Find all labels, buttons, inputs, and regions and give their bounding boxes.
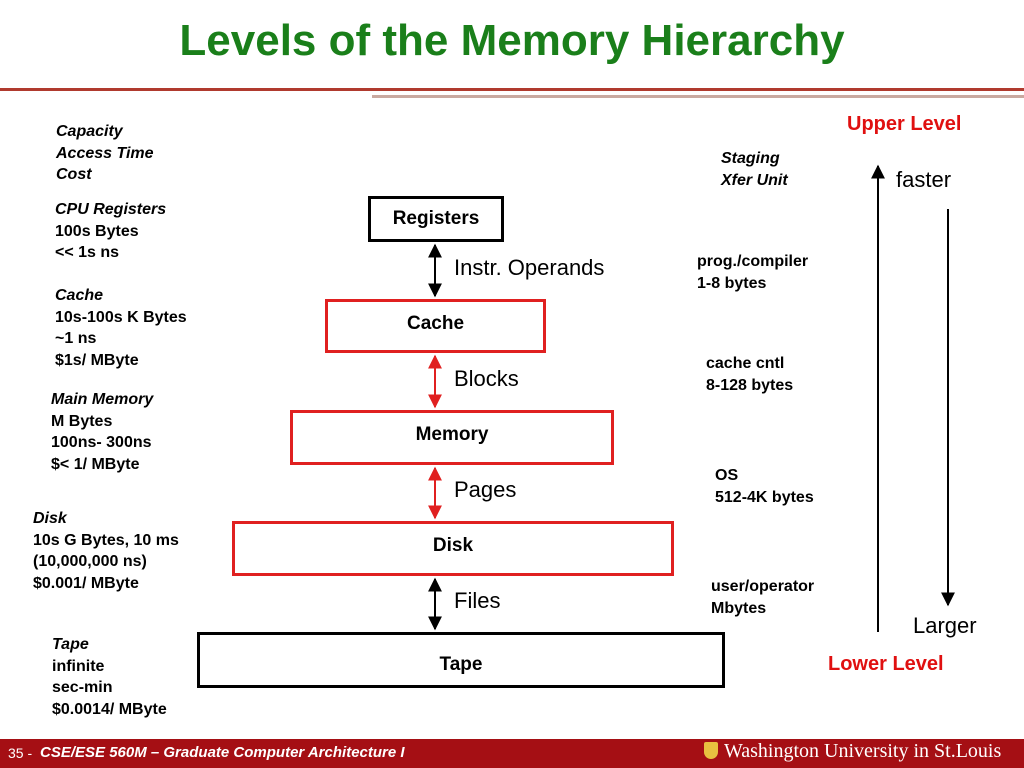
university-logo: Washington University in St.Louis — [704, 740, 1001, 763]
staging-disk-tape: user/operator Mbytes — [711, 578, 815, 617]
level-desc-cache: Cache 10s-100s K Bytes ~1 ns $1s/ MByte — [55, 285, 187, 371]
level-detail: ~1 ns — [55, 330, 97, 347]
xfer-unit-pages: Pages — [454, 477, 517, 502]
memory-box: Memory — [290, 410, 614, 465]
xfer-unit-files: Files — [454, 588, 501, 613]
title-rule-bottom — [372, 95, 1024, 98]
level-detail: 10s G Bytes, 10 ms — [33, 531, 179, 549]
registers-box: Registers — [368, 196, 504, 242]
footer-bar — [0, 739, 1024, 768]
level-detail: $1s/ MByte — [55, 351, 139, 369]
level-detail: 100ns- 300ns — [51, 434, 152, 451]
level-name: Main Memory — [51, 391, 154, 408]
shield-icon — [704, 742, 718, 759]
level-detail: $0.0014/ MByte — [52, 700, 167, 718]
level-desc-memory: Main Memory M Bytes 100ns- 300ns $< 1/ M… — [51, 389, 153, 475]
staging-cache-memory: cache cntl 8-128 bytes — [706, 355, 794, 394]
level-detail: infinite — [52, 657, 105, 675]
xfer-unit-blocks: Blocks — [454, 366, 519, 391]
level-name: Cache — [55, 287, 104, 304]
upper-level-label: Upper Level — [847, 113, 962, 135]
staging-header: Staging Xfer Unit — [721, 150, 788, 189]
disk-box: Disk — [232, 521, 674, 576]
level-desc-tape: Tape infinite sec-min $0.0014/ MByte — [52, 634, 167, 720]
level-detail: sec-min — [52, 679, 113, 696]
level-name: Tape — [52, 636, 89, 653]
level-detail: (10,000,000 ns) — [33, 553, 147, 570]
xfer-unit-instr-operands: Instr. Operands — [454, 255, 605, 280]
level-detail: 10s-100s K Bytes — [55, 308, 187, 326]
header-access-time: Access Time — [56, 144, 154, 162]
level-detail: $0.001/ MByte — [33, 574, 139, 592]
title-rule-top — [0, 88, 1024, 91]
level-detail: << 1s ns — [55, 244, 120, 261]
level-detail: M Bytes — [51, 412, 113, 430]
slide-title: Levels of the Memory Hierarchy — [179, 16, 845, 65]
level-detail: $< 1/ MByte — [51, 455, 140, 473]
course-title: CSE/ESE 560M – Graduate Computer Archite… — [40, 744, 405, 761]
university-name: Washington University in St.Louis — [724, 740, 1002, 762]
header-capacity: Capacity — [56, 123, 123, 140]
level-name: Disk — [33, 510, 67, 527]
slide-number: 35 - — [8, 745, 33, 761]
header-labels: Capacity Access Time Cost — [56, 121, 154, 186]
staging-registers-cache: prog./compiler 1-8 bytes — [697, 253, 809, 292]
level-desc-disk: Disk 10s G Bytes, 10 ms (10,000,000 ns) … — [33, 508, 179, 594]
cache-box: Cache — [325, 299, 546, 353]
lower-level-label: Lower Level — [828, 653, 944, 675]
faster-label: faster — [896, 167, 952, 192]
level-desc-registers: CPU Registers 100s Bytes << 1s ns — [55, 199, 166, 264]
tape-box: Tape — [197, 632, 725, 688]
larger-label: Larger — [913, 613, 977, 638]
level-name: CPU Registers — [55, 201, 167, 218]
header-cost: Cost — [56, 166, 92, 183]
level-detail: 100s Bytes — [55, 222, 139, 240]
staging-memory-disk: OS 512-4K bytes — [715, 467, 814, 506]
